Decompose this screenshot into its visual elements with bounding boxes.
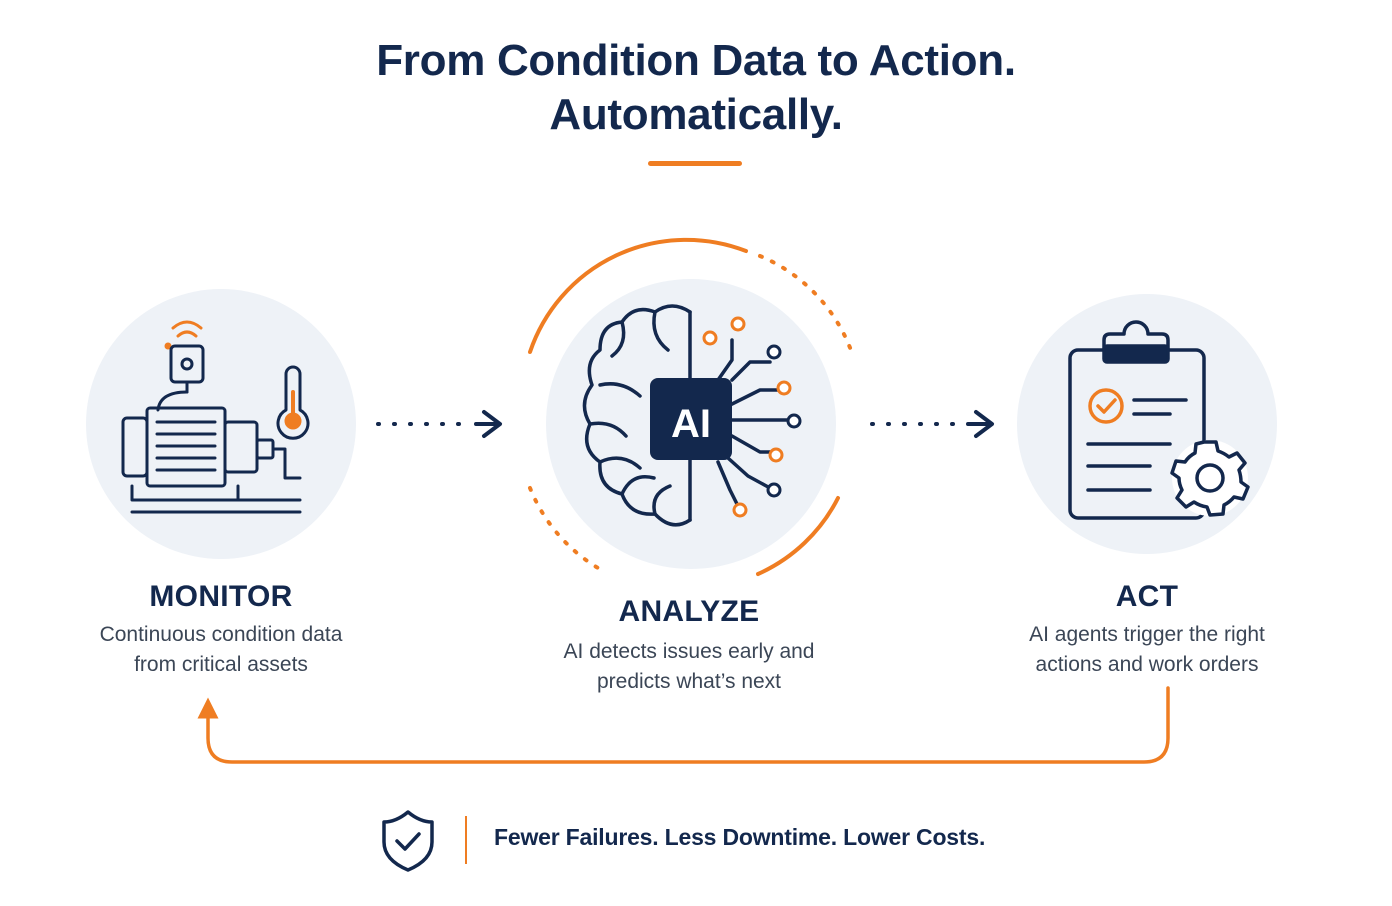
motor-sensor-icon [121,320,310,514]
title-underline [648,161,742,166]
step-analyze-desc-line-2: predicts what’s next [596,670,782,693]
title-line-2: Automatically. [549,90,843,139]
step-analyze-title: ANALYZE [618,595,760,628]
step-analyze-desc: AI detects issues early and predicts wha… [499,637,879,697]
clipboard-gear-icon [1068,320,1250,520]
step-analyze-desc-line-1: AI detects issues early and [563,640,815,663]
arrow-monitor-to-analyze [376,410,502,438]
monitor-circle [86,289,356,559]
title-line-1: From Condition Data to Action. [376,36,1016,85]
feedback-loop-arrow [197,686,1170,764]
step-monitor-desc-line-1: Continuous condition data [99,623,343,646]
tagline: Fewer Failures. Less Downtime. Lower Cos… [494,824,986,850]
analyze-orbit [528,237,854,576]
ai-chip-label: AI [671,402,711,446]
step-act-desc-line-2: actions and work orders [1035,653,1259,676]
step-act-desc-line-1: AI agents trigger the right [1029,623,1265,646]
step-act-desc: AI agents trigger the right actions and … [967,620,1327,680]
step-monitor-title: MONITOR [149,580,293,613]
ai-brain-icon: AI [582,304,802,527]
shield-check-icon [382,810,434,872]
tagline-divider [465,816,467,864]
arrow-analyze-to-act [870,410,994,438]
step-monitor-desc: Continuous condition data from critical … [51,620,391,680]
page-title: From Condition Data to Action. Automatic… [0,34,1392,142]
step-monitor-desc-line-2: from critical assets [134,653,308,676]
step-act-title: ACT [1115,580,1179,613]
